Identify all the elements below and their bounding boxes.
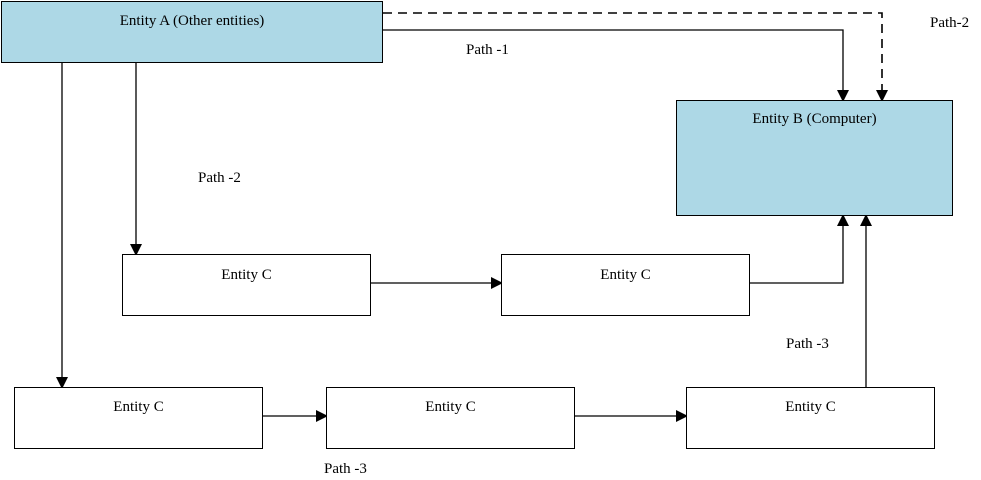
path-1-connector	[383, 29, 849, 102]
c2-to-b-connector	[750, 214, 849, 284]
entity-c3-label: Entity C	[113, 399, 164, 415]
path-2-top-label: Path-2	[930, 15, 970, 31]
entity-c1-box: Entity C	[122, 254, 371, 316]
entity-c2-box: Entity C	[501, 254, 750, 316]
path-2-left-label: Path -2	[198, 170, 241, 186]
path-3-right-label: Path -3	[786, 336, 829, 352]
entity-c3-box: Entity C	[14, 387, 263, 449]
entity-c1-label: Entity C	[221, 267, 272, 283]
entity-c2-label: Entity C	[600, 267, 651, 283]
entity-a-box: Entity A (Other entities)	[1, 1, 383, 63]
entity-c5-box: Entity C	[686, 387, 935, 449]
path-1-label: Path -1	[466, 42, 509, 58]
entity-b-label: Entity B (Computer)	[752, 111, 877, 127]
entity-c4-box: Entity C	[326, 387, 575, 449]
path-2-dashed-connector	[383, 12, 888, 102]
path-3-bottom-label: Path -3	[324, 461, 367, 477]
entity-a-label: Entity A (Other entities)	[119, 13, 265, 29]
entity-b-box: Entity B (Computer)	[676, 100, 953, 216]
entity-c5-label: Entity C	[785, 399, 836, 415]
entity-c4-label: Entity C	[425, 399, 476, 415]
